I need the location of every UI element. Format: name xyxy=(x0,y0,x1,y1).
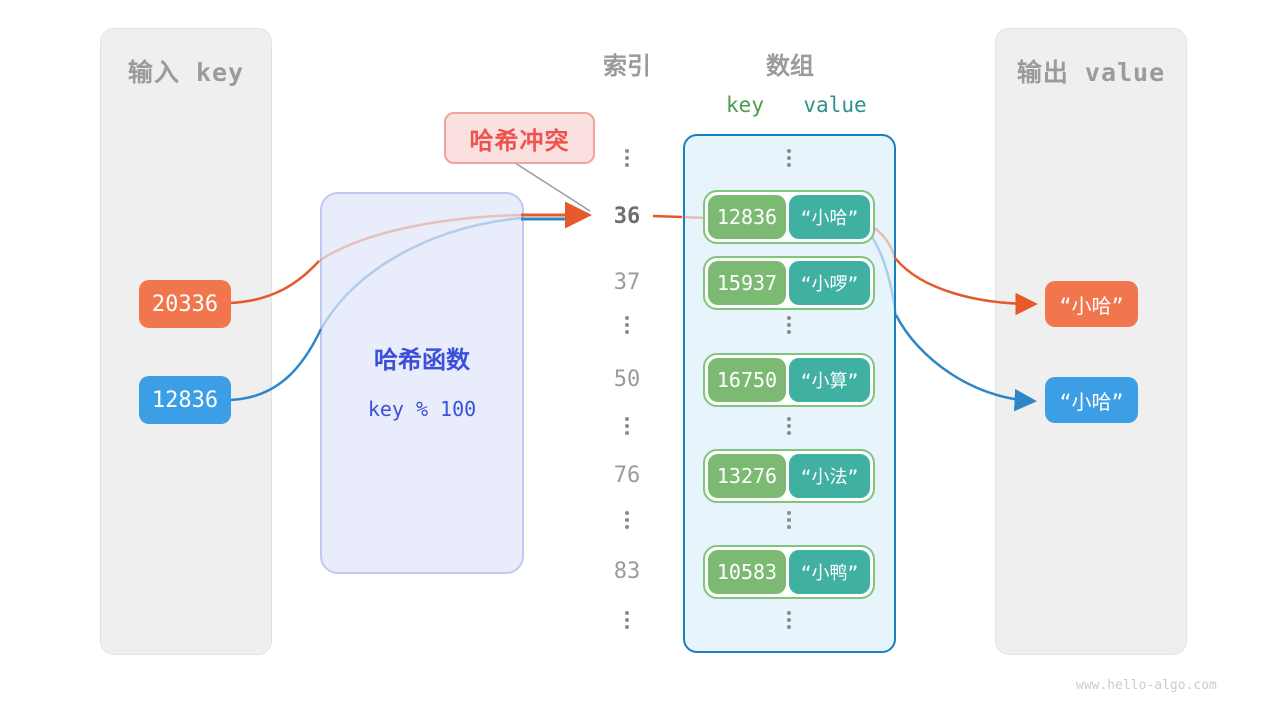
hash-function-box: 哈希函数 key % 100 xyxy=(320,192,524,574)
array-key-header: key xyxy=(726,93,764,117)
collision-callout-line xyxy=(511,160,591,212)
output-value-panel: 输出 value xyxy=(995,28,1187,655)
input-key-badge-12836: 12836 xyxy=(139,376,231,424)
site-watermark: www.hello-algo.com xyxy=(1076,678,1217,693)
index-cell-36: 36 xyxy=(613,204,641,229)
index-ellipsis xyxy=(597,417,657,435)
array-value-cell: “小算” xyxy=(789,358,870,402)
output-value-title: 输出 value xyxy=(1016,58,1166,87)
index-ellipsis xyxy=(597,316,657,334)
array-row-16750: 16750 “小算” xyxy=(703,353,875,407)
index-ellipsis xyxy=(597,611,657,629)
index-ellipsis xyxy=(597,511,657,529)
input-key-panel: 输入 key xyxy=(100,28,272,655)
array-value-cell: “小哈” xyxy=(789,195,870,239)
input-key-title: 输入 key xyxy=(127,58,245,87)
output-value-badge-blue: “小哈” xyxy=(1045,377,1138,423)
array-key-cell: 16750 xyxy=(708,358,786,402)
array-key-cell: 13276 xyxy=(708,454,786,498)
array-value-cell: “小法” xyxy=(789,454,870,498)
array-row-15937: 15937 “小啰” xyxy=(703,256,875,310)
array-column-title: 数组 xyxy=(766,52,814,80)
array-ellipsis xyxy=(759,611,819,629)
array-value-cell: “小鸭” xyxy=(789,550,870,594)
arrow-orange-index-to-array xyxy=(652,214,683,219)
index-cell-83: 83 xyxy=(613,559,641,584)
array-ellipsis xyxy=(759,511,819,529)
array-kv-header: key value xyxy=(701,93,881,117)
array-key-cell: 10583 xyxy=(708,550,786,594)
array-value-cell: “小啰” xyxy=(789,261,870,305)
array-key-cell: 15937 xyxy=(708,261,786,305)
index-ellipsis xyxy=(597,149,657,167)
index-cell-50: 50 xyxy=(613,367,641,392)
array-value-header: value xyxy=(803,93,867,117)
hash-function-formula: key % 100 xyxy=(367,397,477,421)
hash-collision-badge: 哈希冲突 xyxy=(444,112,595,164)
index-cell-76: 76 xyxy=(613,463,641,488)
array-row-12836: 12836 “小哈” xyxy=(703,190,875,244)
hash-function-title: 哈希函数 xyxy=(374,346,470,374)
array-row-10583: 10583 “小鸭” xyxy=(703,545,875,599)
array-key-cell: 12836 xyxy=(708,195,786,239)
array-ellipsis xyxy=(759,149,819,167)
output-value-badge-orange: “小哈” xyxy=(1045,281,1138,327)
array-ellipsis xyxy=(759,316,819,334)
array-ellipsis xyxy=(759,417,819,435)
array-row-13276: 13276 “小法” xyxy=(703,449,875,503)
input-key-badge-20336: 20336 xyxy=(139,280,231,328)
index-cell-37: 37 xyxy=(613,270,641,295)
index-column-title: 索引 xyxy=(603,52,651,80)
